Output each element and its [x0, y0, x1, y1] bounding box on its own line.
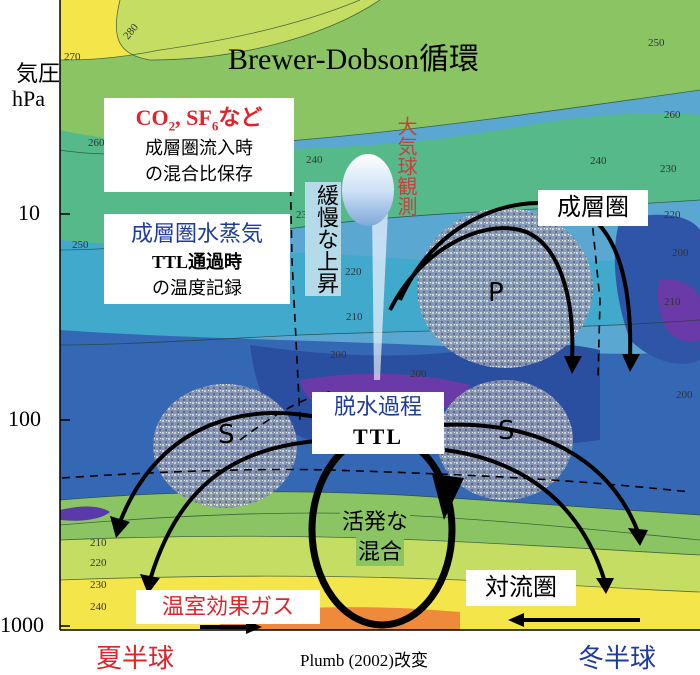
- contour-label: 220: [664, 209, 681, 221]
- contour-label: 250: [648, 37, 665, 49]
- tracer-sf: , SF: [175, 105, 212, 130]
- contour-label: 270: [64, 51, 81, 63]
- contour-label: 200: [676, 389, 693, 401]
- contour-label: 240: [590, 155, 607, 167]
- contour-label: 210: [90, 537, 107, 549]
- y-axis-label-line2: hPa: [12, 86, 45, 111]
- arrowhead: [622, 354, 640, 372]
- troposphere-label: 対流圏: [466, 570, 576, 606]
- contour-label-group: 280 270 260 250 240 230 220 210 200 200 …: [64, 21, 693, 613]
- region-s-left-label: S: [218, 420, 235, 450]
- mixing-label-line2: 混合: [356, 534, 405, 566]
- tracer-rest: など: [218, 105, 263, 130]
- arrowhead: [110, 516, 130, 538]
- contour-label: 210: [346, 311, 363, 323]
- arrow-right-outer: [439, 422, 640, 533]
- y-tick-label-10: 10: [18, 200, 40, 225]
- contour-label: 220: [90, 557, 107, 569]
- y-axis-label-line1: 気圧: [16, 61, 61, 86]
- y-tick-label-1000: 1000: [0, 612, 44, 637]
- contour-label: 200: [330, 349, 347, 361]
- tracer-line1: 成層圏流入時: [145, 138, 253, 159]
- y-ticks: [60, 213, 70, 627]
- dehydration-box: 脱水過程 TTL: [312, 392, 444, 454]
- footer-winter: 冬半球: [578, 644, 657, 673]
- arrow-left-inner: [148, 438, 331, 581]
- mixing-label-line1: 活発な: [340, 504, 411, 536]
- vapor-box: 成層圏水蒸気 TTL通過時 の温度記録: [104, 214, 290, 304]
- arrowhead: [628, 528, 648, 546]
- arrowhead: [564, 356, 582, 374]
- balloon-icon: [342, 154, 394, 226]
- diagram-title: Brewer-Dobson循環: [228, 43, 480, 76]
- contour-label: 200: [672, 247, 689, 259]
- vapor-line1: TTL通過時: [151, 252, 243, 272]
- band-lightgreen: [116, 0, 380, 60]
- ttl-label: TTL: [352, 424, 404, 449]
- ttl-curve-left: [239, 391, 331, 441]
- balloon-trail: [372, 210, 388, 380]
- contour-label: 240: [306, 154, 323, 166]
- arrowhead: [432, 474, 464, 520]
- contour-label: 240: [90, 601, 107, 613]
- left-barrier-line: [289, 159, 301, 421]
- greenhouse-label: 温室効果ガス: [136, 590, 320, 624]
- contour-label: 210: [664, 296, 681, 308]
- region-p-label: P: [488, 278, 504, 308]
- dehydration-label: 脱水過程: [333, 394, 422, 419]
- tracer-sub2: 2: [168, 118, 176, 134]
- region-s-right-shape: [437, 380, 573, 500]
- right-barrier-line: [589, 199, 601, 381]
- y-tick-label-100: 100: [8, 406, 41, 431]
- contour-label: 230: [660, 163, 677, 175]
- tracer-box: CO2, SF6など 成層圏流入時 の混合比保存: [104, 98, 294, 192]
- vapor-line2: の温度記録: [152, 278, 242, 298]
- tracer-sub6: 6: [211, 118, 219, 134]
- band-violet-bottom-left: [60, 506, 110, 521]
- contour-label: 260: [88, 137, 105, 149]
- tracer-title: CO2, SF6など: [104, 100, 294, 134]
- contour-label: 200: [410, 368, 427, 380]
- contour-label: 220: [345, 266, 362, 278]
- region-s-right-label: S: [498, 416, 515, 446]
- tracer-co: CO: [135, 105, 169, 130]
- slow-rise-label: 緩慢な上昇: [305, 182, 341, 296]
- arrowhead: [596, 578, 614, 594]
- footer-credit: Plumb (2002)改変: [300, 651, 428, 670]
- balloon-label: 大気球観測: [394, 116, 416, 216]
- contour-label: 250: [72, 239, 89, 251]
- footer-summer: 夏半球: [96, 644, 175, 673]
- vapor-title: 成層圏水蒸気: [130, 221, 263, 246]
- arrow-left-outer: [118, 411, 331, 523]
- stratosphere-label: 成層圏: [538, 190, 648, 226]
- contour-label: 260: [664, 109, 681, 121]
- contour-label: 230: [90, 579, 107, 591]
- arrow-strat-inner: [388, 226, 575, 361]
- tracer-line2: の混合比保存: [145, 164, 253, 185]
- arrow-right-inner: [444, 448, 607, 583]
- arrow-heads: [110, 354, 648, 594]
- band-right-violet: [657, 279, 700, 342]
- arrowhead: [140, 574, 160, 594]
